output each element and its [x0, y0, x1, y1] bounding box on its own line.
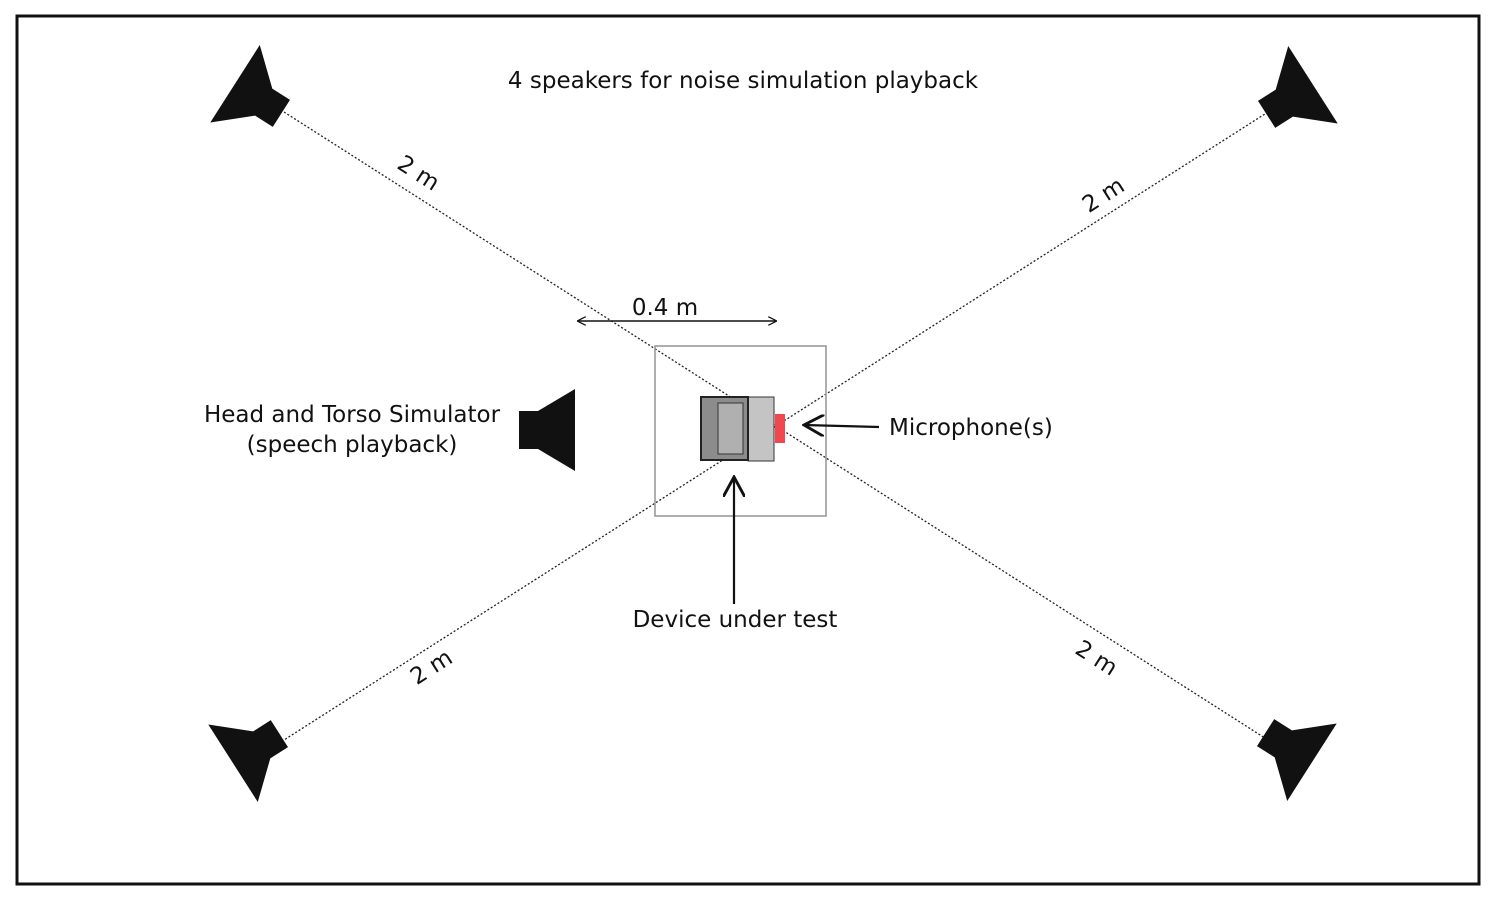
device-front [747, 396, 775, 462]
speaker-icon [210, 45, 290, 127]
distance-line-top-left [283, 111, 1269, 741]
device-label: Device under test [633, 607, 838, 633]
speaker-bottom-right [1257, 719, 1337, 801]
hats-label-line2: (speech playback) [247, 432, 458, 458]
microphone-pointer-arrow [804, 425, 880, 427]
speaker-icon [519, 389, 575, 471]
device-icon [700, 396, 775, 462]
speaker-bottom-left [208, 720, 288, 802]
distance-line-top-right [283, 111, 1269, 741]
table-width-label: 0.4 m [632, 295, 698, 321]
speaker-icon [208, 720, 288, 802]
speaker-top-left [210, 45, 290, 127]
test-table [654, 345, 827, 517]
speaker-icon [1258, 46, 1338, 128]
speaker-top-right [1258, 46, 1338, 128]
device-screen [717, 402, 744, 455]
hats-label-line1: Head and Torso Simulator [204, 402, 501, 428]
speaker-icon [1257, 719, 1337, 801]
microphone-icon [775, 414, 785, 443]
diagram-title: 4 speakers for noise simulation playback [508, 68, 979, 94]
microphone-label: Microphone(s) [889, 415, 1053, 441]
